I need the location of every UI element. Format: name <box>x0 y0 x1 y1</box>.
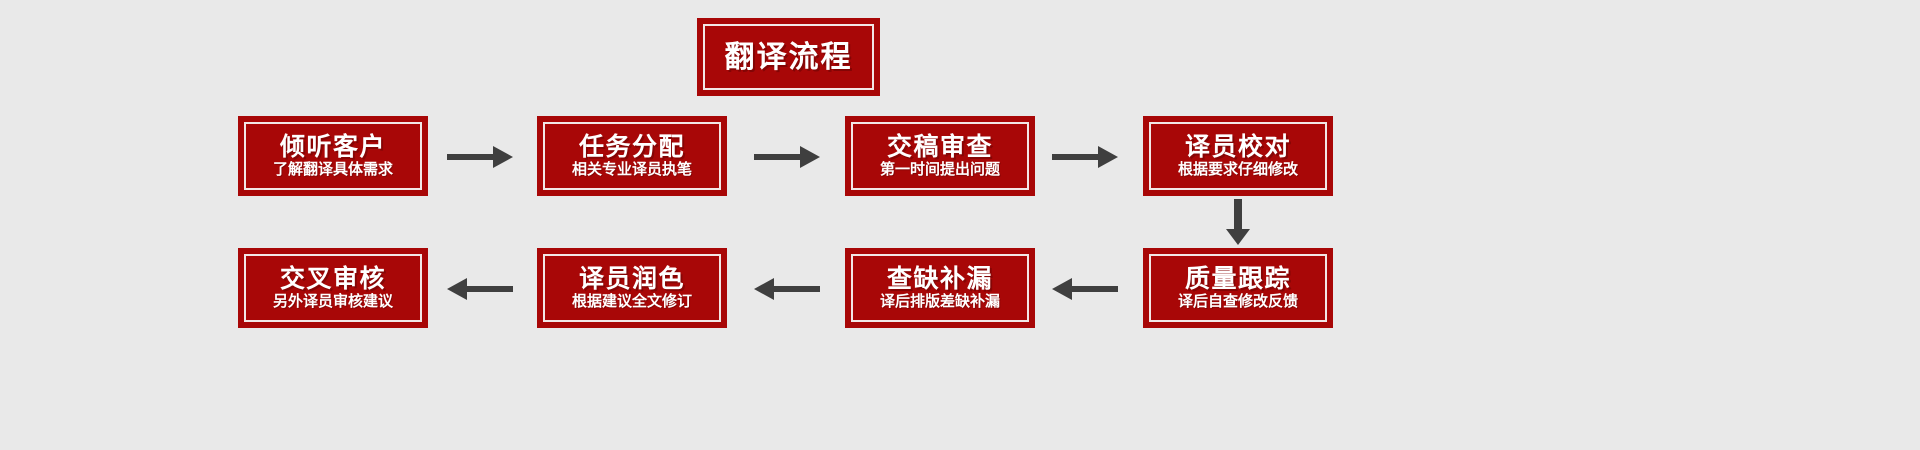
step-3-inner-frame: 交稿审查 第一时间提出问题 <box>851 122 1029 190</box>
step-7-subtext: 根据建议全文修订 <box>571 292 692 311</box>
step-box-4-translator-proofreading: 译员校对 根据要求仔细修改 <box>1143 116 1333 196</box>
step-8-heading: 交叉审核 <box>279 264 386 293</box>
step-2-heading: 任务分配 <box>578 132 685 161</box>
step-box-7-translator-polishing: 译员润色 根据建议全文修订 <box>537 248 727 328</box>
step-box-1-listen-to-client: 倾听客户 了解翻译具体需求 <box>238 116 428 196</box>
step-7-heading: 译员润色 <box>578 264 685 293</box>
arrow-left-icon-1 <box>1050 274 1120 304</box>
step-3-heading: 交稿审查 <box>886 132 993 161</box>
step-1-subtext: 了解翻译具体需求 <box>272 160 393 179</box>
step-4-inner-frame: 译员校对 根据要求仔细修改 <box>1149 122 1327 190</box>
arrow-right-icon-3 <box>1050 142 1120 172</box>
step-8-subtext: 另外译员审核建议 <box>272 292 393 311</box>
step-4-subtext: 根据要求仔细修改 <box>1177 160 1298 179</box>
step-box-5-quality-tracking: 质量跟踪 译后自查修改反馈 <box>1143 248 1333 328</box>
step-8-inner-frame: 交叉审核 另外译员审核建议 <box>244 254 422 322</box>
step-box-6-gap-filling: 查缺补漏 译后排版差缺补漏 <box>845 248 1035 328</box>
step-5-inner-frame: 质量跟踪 译后自查修改反馈 <box>1149 254 1327 322</box>
step-box-2-task-assignment: 任务分配 相关专业译员执笔 <box>537 116 727 196</box>
step-2-inner-frame: 任务分配 相关专业译员执笔 <box>543 122 721 190</box>
step-1-inner-frame: 倾听客户 了解翻译具体需求 <box>244 122 422 190</box>
arrow-down-icon-1 <box>1223 198 1253 246</box>
flowchart-title-box: 翻译流程 <box>697 18 880 96</box>
step-3-subtext: 第一时间提出问题 <box>879 160 1000 179</box>
step-5-subtext: 译后自查修改反馈 <box>1177 292 1298 311</box>
arrow-left-icon-3 <box>445 274 515 304</box>
step-1-heading: 倾听客户 <box>279 132 386 161</box>
step-5-heading: 质量跟踪 <box>1184 264 1291 293</box>
arrow-right-icon-2 <box>752 142 822 172</box>
step-2-subtext: 相关专业译员执笔 <box>571 160 692 179</box>
step-6-subtext: 译后排版差缺补漏 <box>879 292 1000 311</box>
flowchart-title-text: 翻译流程 <box>724 39 853 75</box>
step-6-heading: 查缺补漏 <box>886 264 993 293</box>
step-7-inner-frame: 译员润色 根据建议全文修订 <box>543 254 721 322</box>
step-box-8-cross-review: 交叉审核 另外译员审核建议 <box>238 248 428 328</box>
step-box-3-draft-review: 交稿审查 第一时间提出问题 <box>845 116 1035 196</box>
step-6-inner-frame: 查缺补漏 译后排版差缺补漏 <box>851 254 1029 322</box>
arrow-right-icon-1 <box>445 142 515 172</box>
arrow-left-icon-2 <box>752 274 822 304</box>
title-inner-frame: 翻译流程 <box>703 24 874 90</box>
step-4-heading: 译员校对 <box>1184 132 1291 161</box>
